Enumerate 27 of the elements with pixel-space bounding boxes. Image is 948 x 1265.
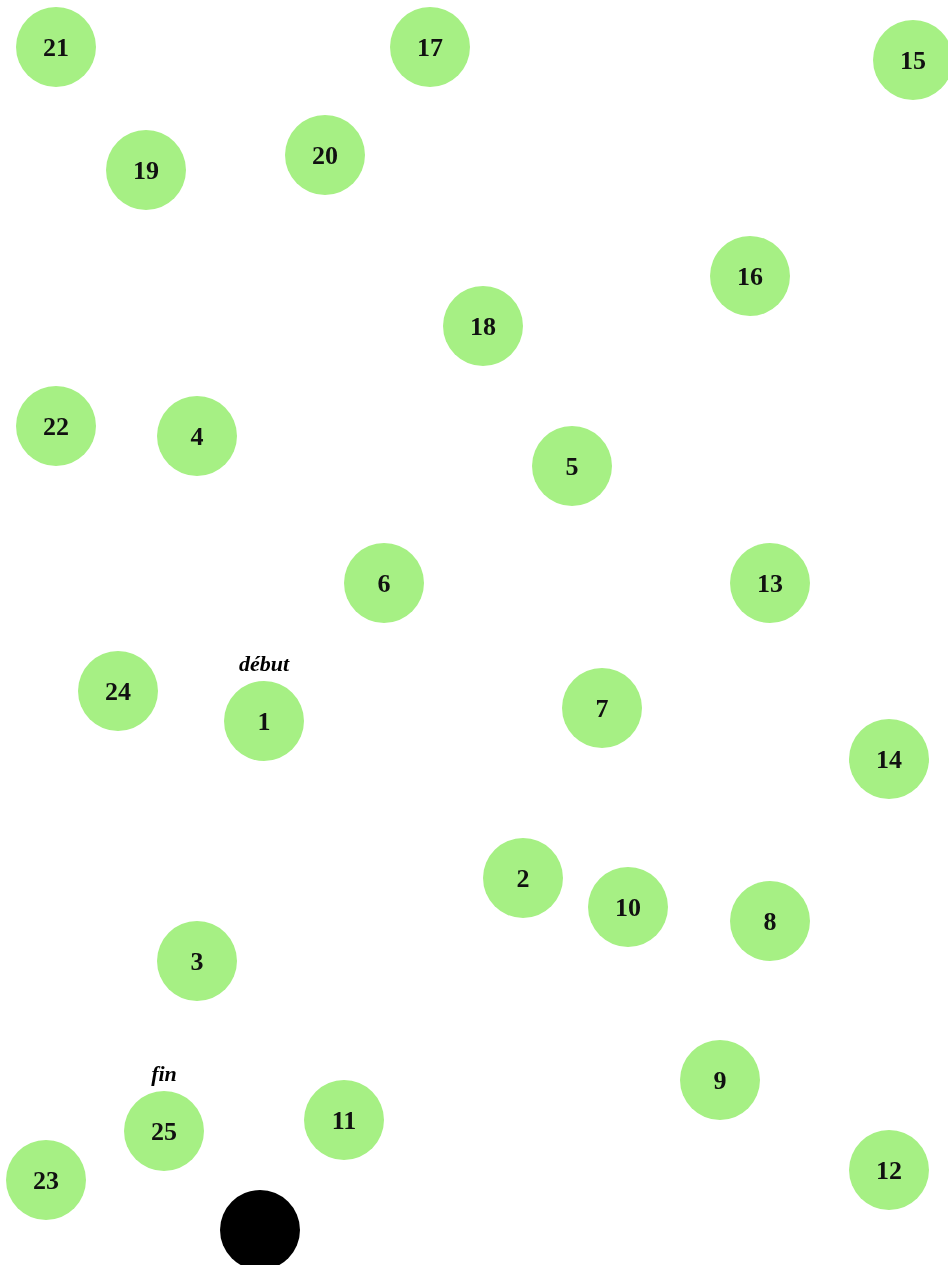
- node-number: 9: [713, 1064, 727, 1097]
- node-number: 5: [565, 450, 579, 483]
- node-number: 10: [615, 891, 641, 924]
- node-number: 7: [595, 692, 609, 725]
- node-number: 18: [470, 310, 496, 343]
- node-caption: fin: [151, 1060, 177, 1088]
- node-number: 19: [133, 154, 159, 187]
- node-number: 11: [331, 1104, 357, 1137]
- node-number: 21: [43, 31, 69, 64]
- node-number: 24: [105, 675, 131, 708]
- node-number: 8: [763, 905, 777, 938]
- node-number: 23: [33, 1164, 59, 1197]
- node-number: 3: [190, 945, 204, 978]
- node-number: 6: [377, 567, 391, 600]
- node-number: 17: [417, 31, 443, 64]
- node-number: 12: [876, 1154, 902, 1187]
- node-number: 16: [737, 260, 763, 293]
- node-number: 22: [43, 410, 69, 443]
- node-number: 20: [312, 139, 338, 172]
- node-number: 2: [516, 862, 530, 895]
- node-number: 1: [257, 705, 271, 738]
- node-number: 25: [151, 1115, 177, 1148]
- node-number: 13: [757, 567, 783, 600]
- node-number: 15: [900, 44, 926, 77]
- node-caption: début: [238, 650, 290, 678]
- node-number: 4: [190, 420, 204, 453]
- node-number: 14: [876, 743, 902, 776]
